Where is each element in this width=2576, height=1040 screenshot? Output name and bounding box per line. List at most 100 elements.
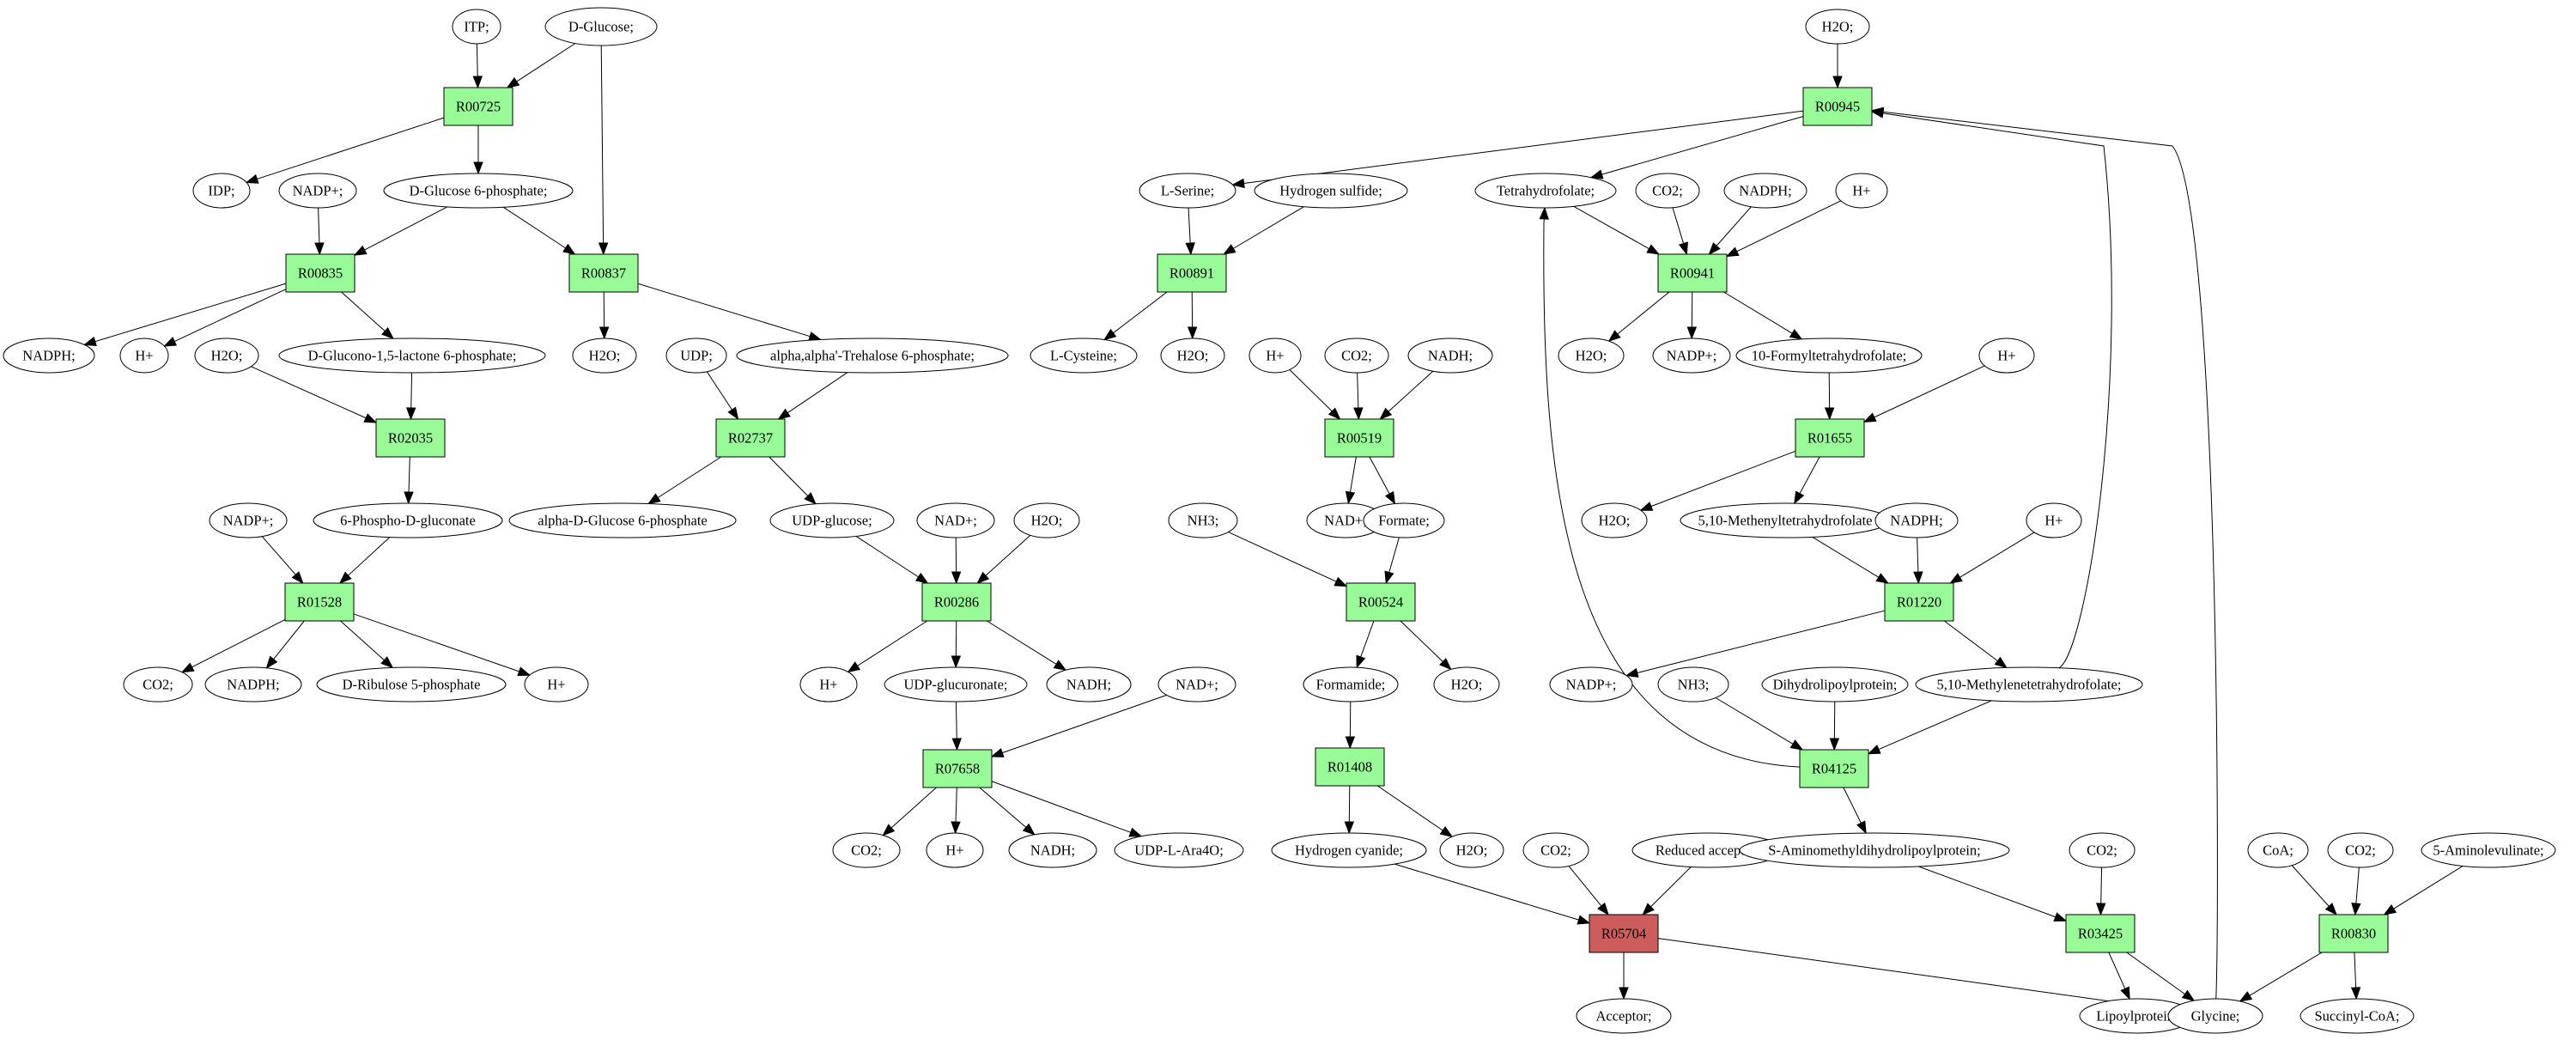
metabolite-node-nh3_1[interactable]: NH3; (1168, 502, 1238, 538)
metabolite-node-co2_4[interactable]: CO2; (1522, 832, 1589, 868)
reaction-node-R00524[interactable]: R00524 (1346, 582, 1416, 622)
edge-R00945-to-thf (1589, 116, 1804, 179)
metabolite-node-hp4[interactable]: H+ (926, 832, 984, 868)
metabolite-node-fmt[interactable]: Formate; (1363, 502, 1445, 538)
metabolite-node-udpg[interactable]: UDP-glucose; (769, 502, 895, 538)
reaction-node-R01655[interactable]: R01655 (1795, 418, 1865, 458)
metabolite-node-dhlp[interactable]: Dihydrolipoylprotein; (1761, 666, 1909, 702)
metabolite-node-h2o7[interactable]: H2O; (1439, 832, 1504, 868)
arrowhead (1344, 821, 1355, 835)
metabolite-node-h2s[interactable]: Hydrogen sulfide; (1254, 173, 1408, 209)
metabolite-node-hp7[interactable]: H+ (1978, 338, 2035, 374)
reaction-node-R05704[interactable]: R05704 (1589, 914, 1659, 953)
metabolite-node-h2o4[interactable]: H2O; (1805, 9, 1870, 45)
metabolite-node-coa[interactable]: CoA; (2247, 832, 2309, 868)
metabolite-node-nadpp3[interactable]: NADP+; (1652, 338, 1731, 374)
metabolite-node-lcys[interactable]: L-Cysteine; (1030, 338, 1138, 374)
reaction-node-R04125[interactable]: R04125 (1799, 749, 1869, 788)
metabolite-node-gl6p[interactable]: D-Glucono-1,5-lactone 6-phosphate; (278, 338, 546, 374)
metabolite-node-mlthf[interactable]: 5,10-Methylenetetrahydrofolate; (1915, 666, 2143, 702)
metabolite-node-nadpp4[interactable]: NADP+; (1549, 666, 1633, 702)
metabolite-node-hp2[interactable]: H+ (524, 666, 589, 702)
metabolite-node-hp3[interactable]: H+ (799, 666, 858, 702)
metabolite-node-succoa[interactable]: Succinyl-CoA; (2300, 998, 2415, 1034)
metabolite-node-fmd[interactable]: Formamide; (1303, 666, 1399, 702)
reaction-node-R01220[interactable]: R01220 (1884, 582, 1954, 622)
metabolite-node-co2_6[interactable]: CO2; (2069, 832, 2136, 868)
metabolite-node-fthf[interactable]: 10-Formyltetrahydrofolate; (1735, 338, 1923, 374)
metabolite-node-hp5[interactable]: H+ (1249, 338, 1302, 374)
reaction-node-R02737[interactable]: R02737 (715, 418, 786, 458)
metabolite-node-dglc[interactable]: D-Glucose; (544, 7, 658, 46)
reaction-node-R00830[interactable]: R00830 (2318, 914, 2389, 953)
reaction-node-R00945[interactable]: R00945 (1802, 87, 1873, 126)
metabolite-ellipse (316, 666, 507, 702)
reaction-node-R00891[interactable]: R00891 (1157, 253, 1227, 293)
metabolite-node-udp1[interactable]: UDP; (665, 338, 727, 374)
metabolite-node-nadh1[interactable]: NADH; (1046, 666, 1132, 702)
reaction-node-R01528[interactable]: R01528 (284, 582, 355, 622)
metabolite-node-idp[interactable]: IDP; (192, 173, 251, 209)
metabolite-node-hcn[interactable]: Hydrogen cyanide; (1271, 832, 1427, 868)
reaction-node-R00519[interactable]: R00519 (1324, 418, 1394, 458)
metabolite-node-h2o3[interactable]: H2O; (1013, 502, 1080, 538)
metabolite-node-nadp4[interactable]: NAD+; (1157, 666, 1236, 702)
reaction-node-R03425[interactable]: R03425 (2065, 914, 2136, 953)
metabolite-node-acc[interactable]: Acceptor; (1576, 998, 1672, 1034)
metabolite-node-lipo[interactable]: Lipoylprotein; (2079, 998, 2196, 1034)
metabolite-node-co2_3[interactable]: CO2; (1324, 338, 1389, 374)
edge-line (769, 456, 809, 496)
reaction-node-R07658[interactable]: R07658 (922, 749, 993, 788)
arrowhead (2350, 987, 2361, 1000)
metabolite-node-samdlp[interactable]: S-Aminomethyldihydrolipoylprotein; (1739, 832, 2010, 868)
metabolite-node-methf[interactable]: 5,10-Methenyltetrahydrofolate (1680, 502, 1891, 538)
metabolite-node-h2o9[interactable]: H2O; (1581, 502, 1648, 538)
metabolite-node-hp1[interactable]: H+ (119, 338, 169, 374)
metabolite-node-nadph4[interactable]: NADPH; (1874, 502, 1959, 538)
metabolite-node-tre6p[interactable]: alpha,alpha'-Trehalose 6-phosphate; (736, 338, 1009, 374)
metabolite-node-redacc[interactable]: Reduced acceptor; (1631, 832, 1784, 868)
metabolite-node-g6p[interactable]: D-Glucose 6-phosphate; (383, 173, 574, 209)
metabolite-node-hp6[interactable]: H+ (1835, 173, 1888, 209)
metabolite-node-lser[interactable]: L-Serine; (1139, 173, 1236, 209)
reaction-node-R00941[interactable]: R00941 (1657, 253, 1728, 293)
metabolite-node-nh3_2[interactable]: NH3; (1657, 666, 1729, 702)
metabolite-node-co2_2[interactable]: CO2; (832, 832, 901, 868)
reaction-node-R00286[interactable]: R00286 (921, 582, 992, 622)
arrowhead (951, 571, 962, 585)
metabolite-node-nadp3[interactable]: NAD+; (916, 502, 995, 538)
metabolite-node-gly[interactable]: Glycine; (2167, 998, 2263, 1034)
metabolite-node-h2o6[interactable]: H2O; (1433, 666, 1500, 702)
metabolite-node-co2_7[interactable]: CO2; (2327, 832, 2394, 868)
metabolite-node-nadpp2[interactable]: NADP+; (209, 502, 288, 538)
metabolite-node-ala5[interactable]: 5-Aminolevulinate; (2421, 832, 2556, 868)
metabolite-node-h2o5[interactable]: H2O; (1160, 338, 1225, 374)
reaction-node-R02035[interactable]: R02035 (375, 418, 446, 458)
metabolite-node-thf[interactable]: Tetrahydrofolate; (1474, 173, 1617, 209)
edge-tre6p-to-R02737 (777, 372, 848, 420)
metabolite-node-hp8[interactable]: H+ (2026, 502, 2082, 538)
metabolite-node-h2o8[interactable]: H2O; (1558, 338, 1625, 374)
reaction-node-R01408[interactable]: R01408 (1315, 747, 1385, 787)
metabolite-node-nadh2[interactable]: NADH; (1008, 832, 1097, 868)
reaction-node-R00837[interactable]: R00837 (568, 253, 639, 293)
metabolite-node-h2o1[interactable]: H2O; (194, 338, 259, 374)
arrowhead (976, 571, 990, 584)
metabolite-node-ag1p[interactable]: alpha-D-Glucose 6-phosphate (508, 502, 737, 538)
metabolite-node-nadph3[interactable]: NADPH; (1723, 173, 1807, 209)
metabolite-node-pgl[interactable]: 6-Phospho-D-gluconate (313, 502, 503, 538)
metabolite-node-udpgla[interactable]: UDP-glucuronate; (884, 666, 1028, 702)
metabolite-node-udpara[interactable]: UDP-L-Ara4O; (1114, 832, 1244, 868)
reaction-node-R00835[interactable]: R00835 (285, 253, 355, 293)
metabolite-node-nadph1[interactable]: NADPH; (3, 338, 95, 374)
metabolite-node-co2_5[interactable]: CO2; (1635, 173, 1700, 209)
metabolite-node-nadph2[interactable]: NADPH; (204, 666, 302, 702)
reaction-node-R00725[interactable]: R00725 (443, 87, 513, 126)
metabolite-node-co2_1[interactable]: CO2; (123, 666, 193, 702)
metabolite-node-itp[interactable]: ITP; (452, 9, 501, 45)
metabolite-node-ru5p[interactable]: D-Ribulose 5-phosphate (316, 666, 507, 702)
metabolite-node-nadpp1[interactable]: NADP+; (278, 173, 357, 209)
arrowhead (1439, 657, 1452, 671)
metabolite-node-nadh3[interactable]: NADH; (1407, 338, 1493, 374)
metabolite-node-h2o2[interactable]: H2O; (572, 338, 637, 374)
